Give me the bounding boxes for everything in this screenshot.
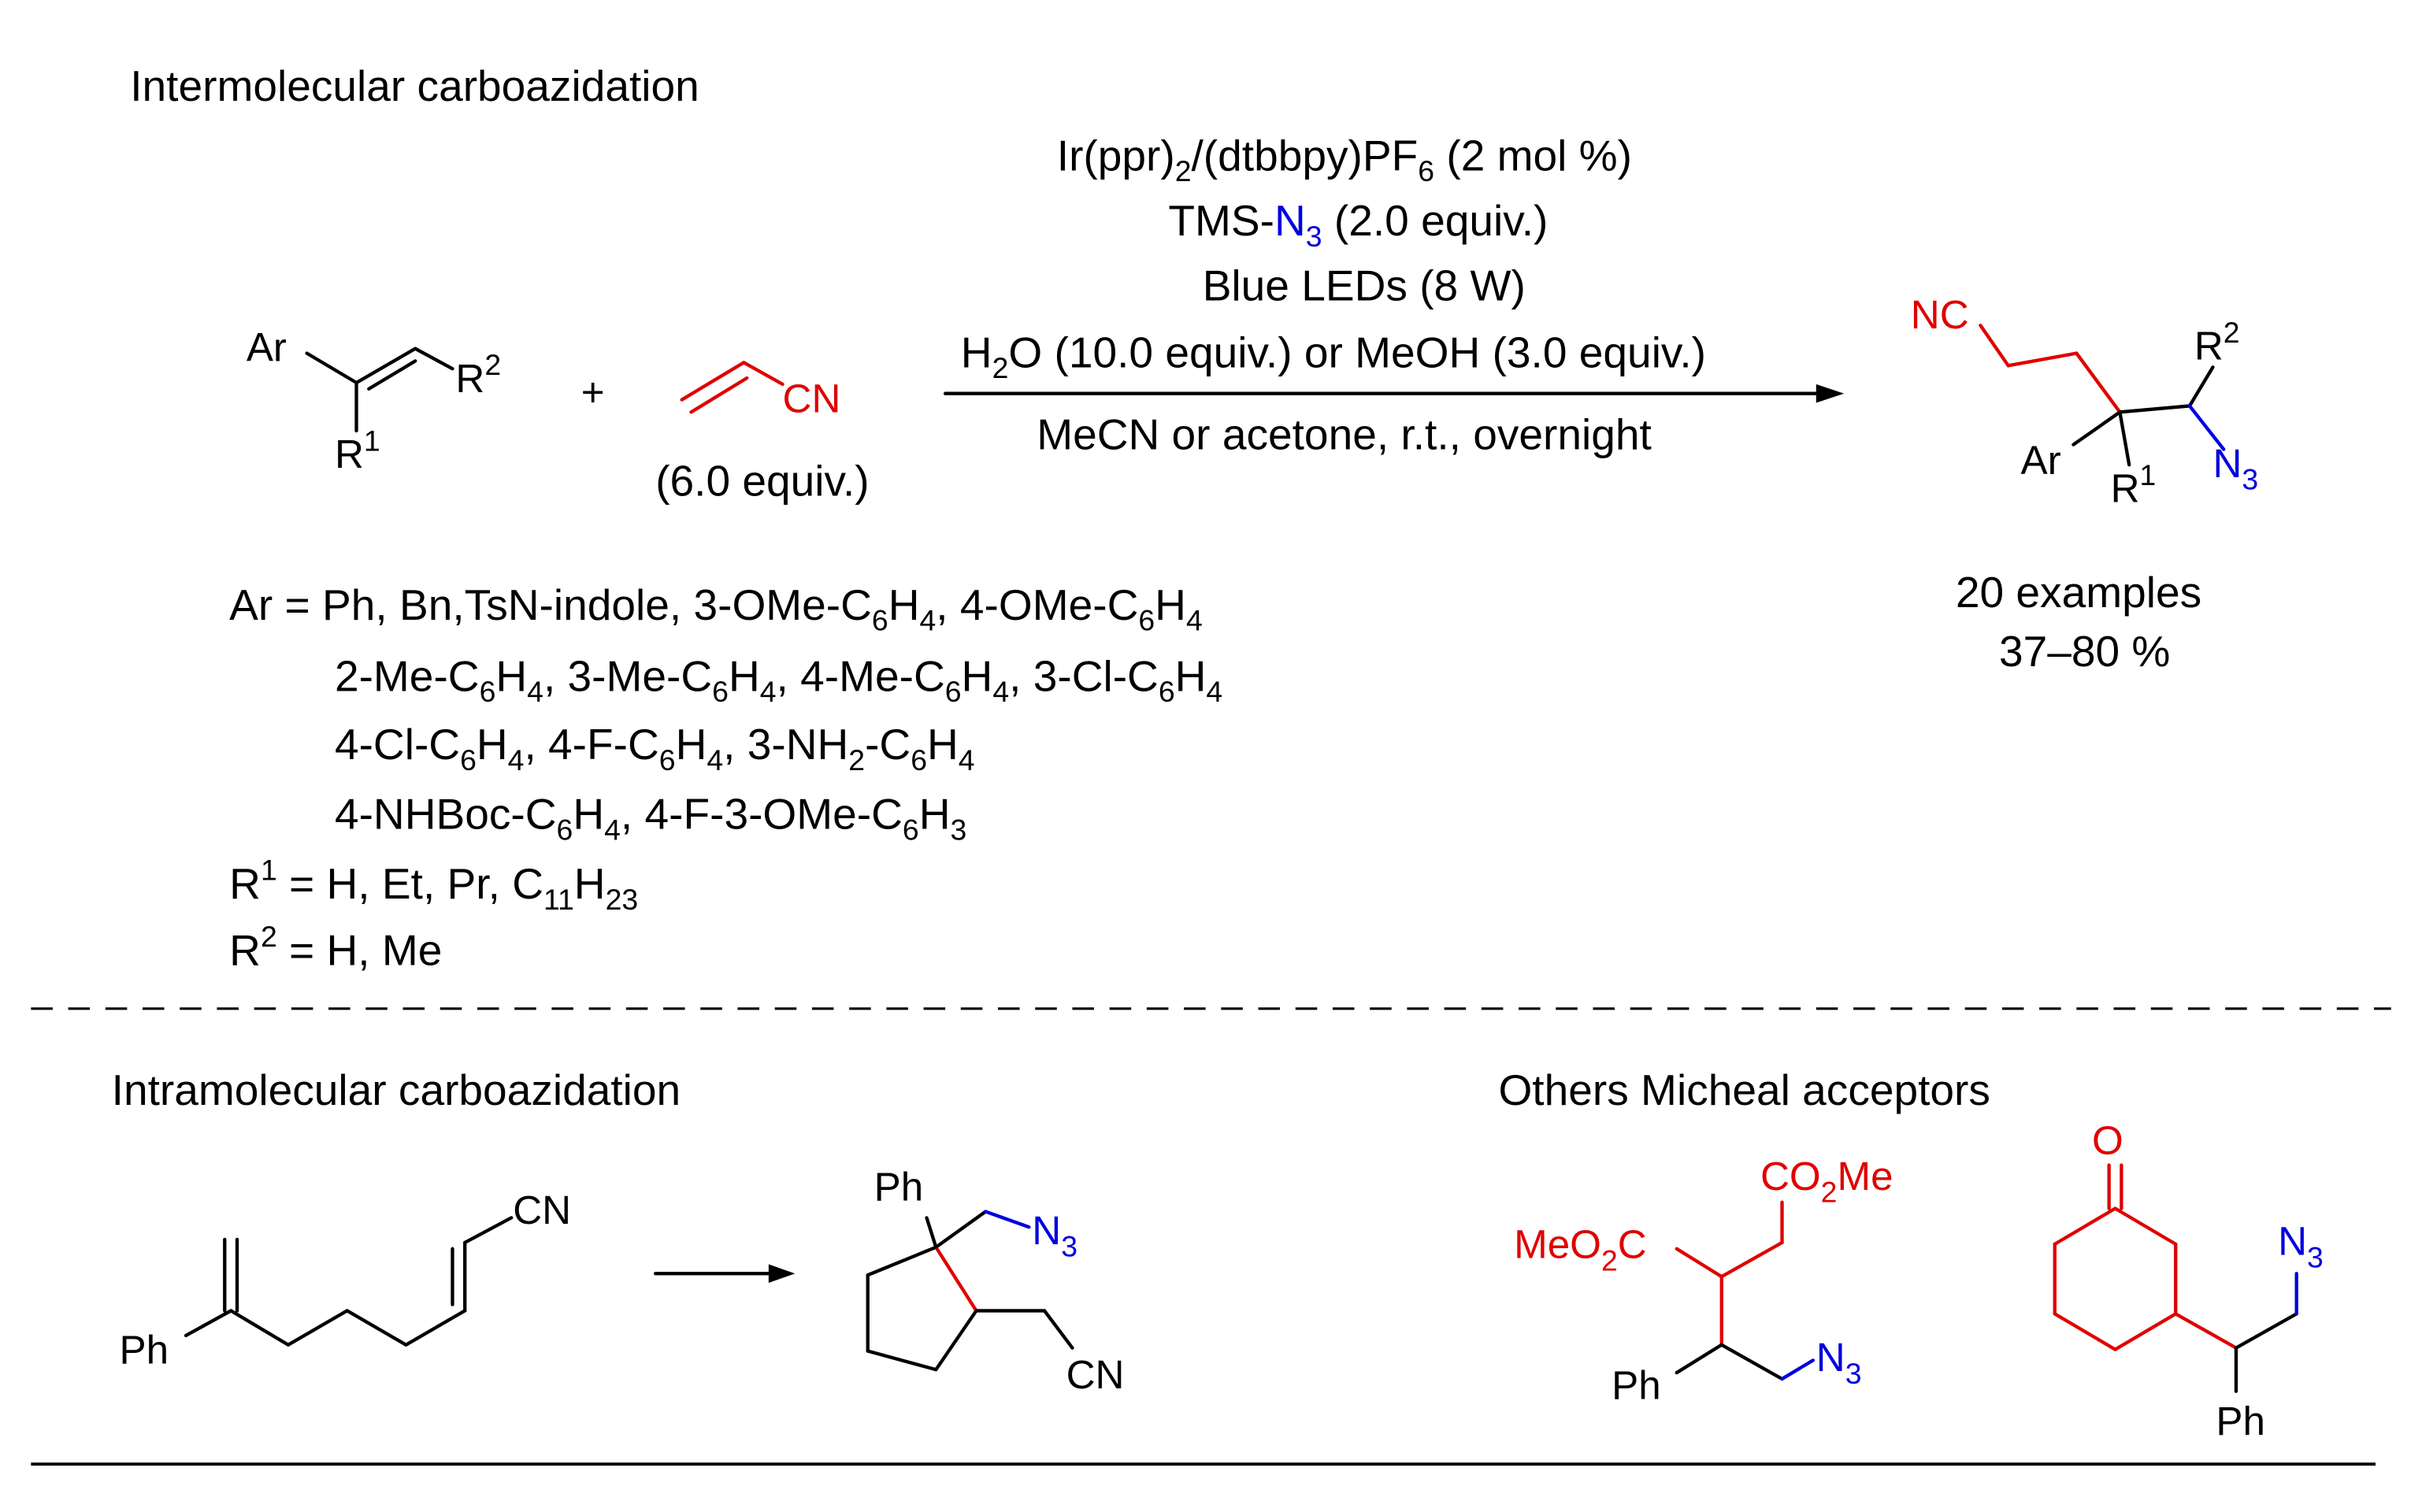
azide-reagent-label: TMS-N3 (2.0 equiv.)	[1168, 196, 1548, 253]
cyclohexanone-ph: Ph	[2216, 1399, 2265, 1443]
atom-r2: R2	[455, 348, 501, 401]
intra-product-ph: Ph	[874, 1165, 924, 1210]
product-ar: Ar	[2020, 438, 2060, 483]
product-r1: R1	[2111, 458, 2157, 511]
atom-ar: Ar	[247, 324, 287, 369]
intra-product-n3: N3	[1032, 1208, 1077, 1263]
cyclohexanone-n3: N3	[2278, 1219, 2324, 1274]
yield-range: 37–80 %	[1999, 627, 2170, 676]
examples-count: 20 examples	[1956, 568, 2201, 617]
intra-product: Ph N3 CN	[866, 1165, 1125, 1397]
scope-ar-line4: 4-NHBoc-C6H4, 4-F-3-OMe-C6H3	[335, 790, 966, 847]
atom-nc-red: NC	[1911, 292, 1969, 337]
scope-ar-line1: Ar = Ph, Bn,TsN-indole, 3-OMe-C6H4, 4-OM…	[229, 580, 1203, 637]
scope-ar-line2: 2-Me-C6H4, 3-Me-C6H4, 4-Me-C6H4, 3-Cl-C6…	[335, 651, 1222, 708]
reaction-arrow	[943, 384, 1845, 403]
atom-o: O	[2092, 1118, 2123, 1163]
cyclohexanone-product: O N3 Ph	[2053, 1118, 2324, 1443]
scope-r1: R1 = H, Et, Pr, C11H23	[229, 853, 638, 915]
plus-sign: +	[581, 369, 605, 414]
atom-co2me: CO2Me	[1760, 1154, 1893, 1209]
intra-title: Intramolecular carboazidation	[112, 1065, 681, 1114]
product-n3: N3	[2212, 441, 2258, 496]
malonate-product: CO2Me MeO2C Ph N3	[1514, 1154, 1893, 1408]
alkene-substrate: Ar R2 R1	[247, 324, 501, 476]
malonate-ph: Ph	[1612, 1363, 1661, 1408]
scope-ar-line3: 4-Cl-C6H4, 4-F-C6H4, 3-NH2-C6H4	[335, 720, 975, 776]
acrylonitrile: CN	[680, 361, 841, 421]
intra-ph: Ph	[119, 1327, 169, 1372]
intra-substrate: Ph CN	[119, 1188, 571, 1372]
scope-r2: R2 = H, Me	[229, 920, 442, 975]
atom-r1: R1	[335, 424, 380, 477]
inter-title: Intermolecular carboazidation	[130, 61, 699, 110]
catalyst-label: Ir(ppr)2/(dtbbpy)PF6 (2 mol %)	[1057, 131, 1632, 187]
others-title: Others Micheal acceptors	[1498, 1065, 1990, 1114]
atom-cn-red: CN	[783, 376, 841, 421]
reagent-equiv: (6.0 equiv.)	[655, 457, 869, 506]
intra-arrow	[654, 1264, 796, 1284]
intra-cn: CN	[513, 1188, 571, 1232]
product-structure: NC R2 Ar R1 N3	[1911, 292, 2258, 510]
intra-product-cn: CN	[1066, 1352, 1125, 1397]
atom-meo2c: MeO2C	[1514, 1222, 1647, 1277]
malonate-n3: N3	[1816, 1335, 1862, 1390]
product-r2: R2	[2194, 316, 2240, 369]
light-source-label: Blue LEDs (8 W)	[1203, 261, 1526, 310]
additive-label: H2O (10.0 equiv.) or MeOH (3.0 equiv.)	[961, 328, 1706, 384]
solvent-label: MeCN or acetone, r.t., overnight	[1037, 410, 1652, 459]
